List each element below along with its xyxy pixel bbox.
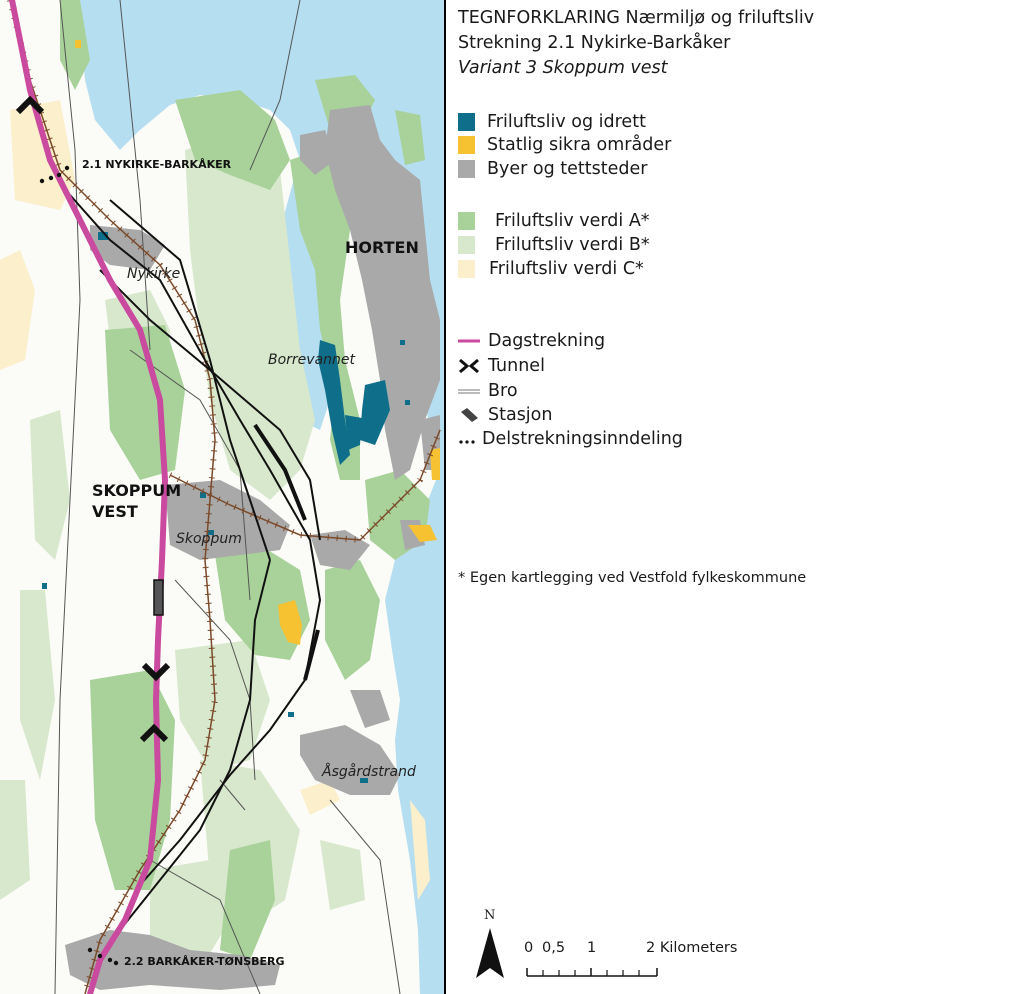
- tunnel-chevrons-icon: [459, 358, 479, 374]
- legend-item-urban: Byer og tettsteder: [458, 158, 647, 180]
- value-a-areas: [60, 0, 430, 960]
- legend-label: Statlig sikra områder: [487, 135, 672, 155]
- dotted-divider-icon: [459, 440, 475, 444]
- legend-panel: TEGNFORKLARING Nærmiljø og friluftsliv S…: [444, 0, 1014, 994]
- value-b-swatch: [458, 236, 475, 254]
- sea-area: [78, 0, 444, 994]
- segment-divider-north: [39, 165, 70, 184]
- bridge-marks: [253, 423, 320, 681]
- legend-item-dagstrekning: Dagstrekning: [458, 330, 605, 352]
- legend-footnote: * Egen kartlegging ved Vestfold fylkesko…: [458, 570, 807, 586]
- legend-item-protected: Statlig sikra områder: [458, 134, 671, 156]
- magenta-line-icon: [458, 339, 480, 343]
- town-label-horten: HORTEN: [345, 238, 419, 257]
- legend-item-stasjon: Stasjon: [458, 404, 552, 426]
- scale-bar: [526, 968, 658, 977]
- tunnel-portals: [15, 95, 171, 743]
- legend-item-value-a: Friluftsliv verdi A*: [458, 210, 650, 232]
- main-route-dagstrekning: [9, 0, 169, 994]
- station-skoppum-vest: [153, 579, 164, 616]
- legend-item-delstrekning: Delstrekningsinndeling: [458, 428, 683, 450]
- legend-label: Friluftsliv verdi A*: [495, 211, 650, 231]
- value-a-swatch: [458, 212, 475, 230]
- scale-label-2km: 2 Kilometers: [646, 940, 738, 956]
- legend-label: Friluftsliv verdi C*: [489, 259, 644, 279]
- segment-divider-south: [87, 947, 119, 966]
- alternative-alignments: [69, 194, 322, 931]
- legend-label: Delstrekningsinndeling: [482, 429, 683, 449]
- legend-title-line1: TEGNFORKLARING Nærmiljø og friluftsliv: [458, 8, 815, 28]
- legend-item-value-b: Friluftsliv verdi B*: [458, 234, 650, 256]
- tunnel-portal-south: [139, 723, 169, 743]
- variant-label-line2: VEST: [92, 502, 138, 521]
- segment-label-south: 2.2 BARKÅKER-TØNSBERG: [124, 955, 285, 968]
- legend-label: Dagstrekning: [488, 331, 606, 351]
- legend-label: Tunnel: [488, 356, 545, 376]
- legend-label: Bro: [488, 381, 518, 401]
- scale-label-0: 0: [524, 940, 534, 956]
- tunnel-portal-mid: [141, 662, 171, 682]
- north-label: N: [484, 908, 496, 923]
- scale-label-1: 1: [587, 940, 597, 956]
- value-c-swatch: [458, 260, 475, 278]
- legend-label: Byer og tettsteder: [487, 159, 648, 179]
- legend-item-recreation: Friluftsliv og idrett: [458, 111, 646, 133]
- legend-title-line2: Strekning 2.1 Nykirke-Barkåker: [458, 33, 731, 53]
- segment-label-north: 2.1 NYKIRKE-BARKÅKER: [82, 158, 232, 171]
- protected-swatch: [458, 136, 475, 154]
- bridge-double-line-icon: [458, 389, 480, 394]
- tunnel-portal-north: [15, 95, 45, 115]
- legend-label: Friluftsliv verdi B*: [495, 235, 650, 255]
- place-label-asgardstrand: Åsgårdstrand: [321, 763, 416, 780]
- legend-label: Friluftsliv og idrett: [487, 112, 646, 132]
- value-c-areas: [0, 100, 430, 900]
- scale-label-half: 0,5: [542, 940, 566, 956]
- recreation-swatch: [458, 113, 475, 131]
- road-network: [54, 0, 401, 994]
- place-label-nykirke: Nykirke: [127, 266, 180, 282]
- map-canvas[interactable]: 2.1 NYKIRKE-BARKÅKER 2.2 BARKÅKER-TØNSBE…: [0, 0, 444, 994]
- legend-title-line3: Variant 3 Skoppum vest: [458, 58, 668, 78]
- north-arrow-icon: [476, 928, 504, 978]
- recreation-areas: [42, 232, 410, 783]
- urban-areas: [65, 105, 440, 990]
- legend-label: Stasjon: [488, 405, 553, 425]
- legend-item-tunnel: Tunnel: [458, 355, 545, 377]
- place-label-skoppum: Skoppum: [176, 531, 242, 547]
- legend-item-value-c: Friluftsliv verdi C*: [458, 258, 644, 280]
- variant-label-line1: SKOPPUM: [92, 481, 181, 500]
- urban-swatch: [458, 160, 475, 178]
- legend-item-bro: Bro: [458, 380, 518, 402]
- railway: [7, 0, 443, 994]
- station-bar-icon: [461, 408, 478, 422]
- place-label-borrevannet: Borrevannet: [268, 352, 356, 368]
